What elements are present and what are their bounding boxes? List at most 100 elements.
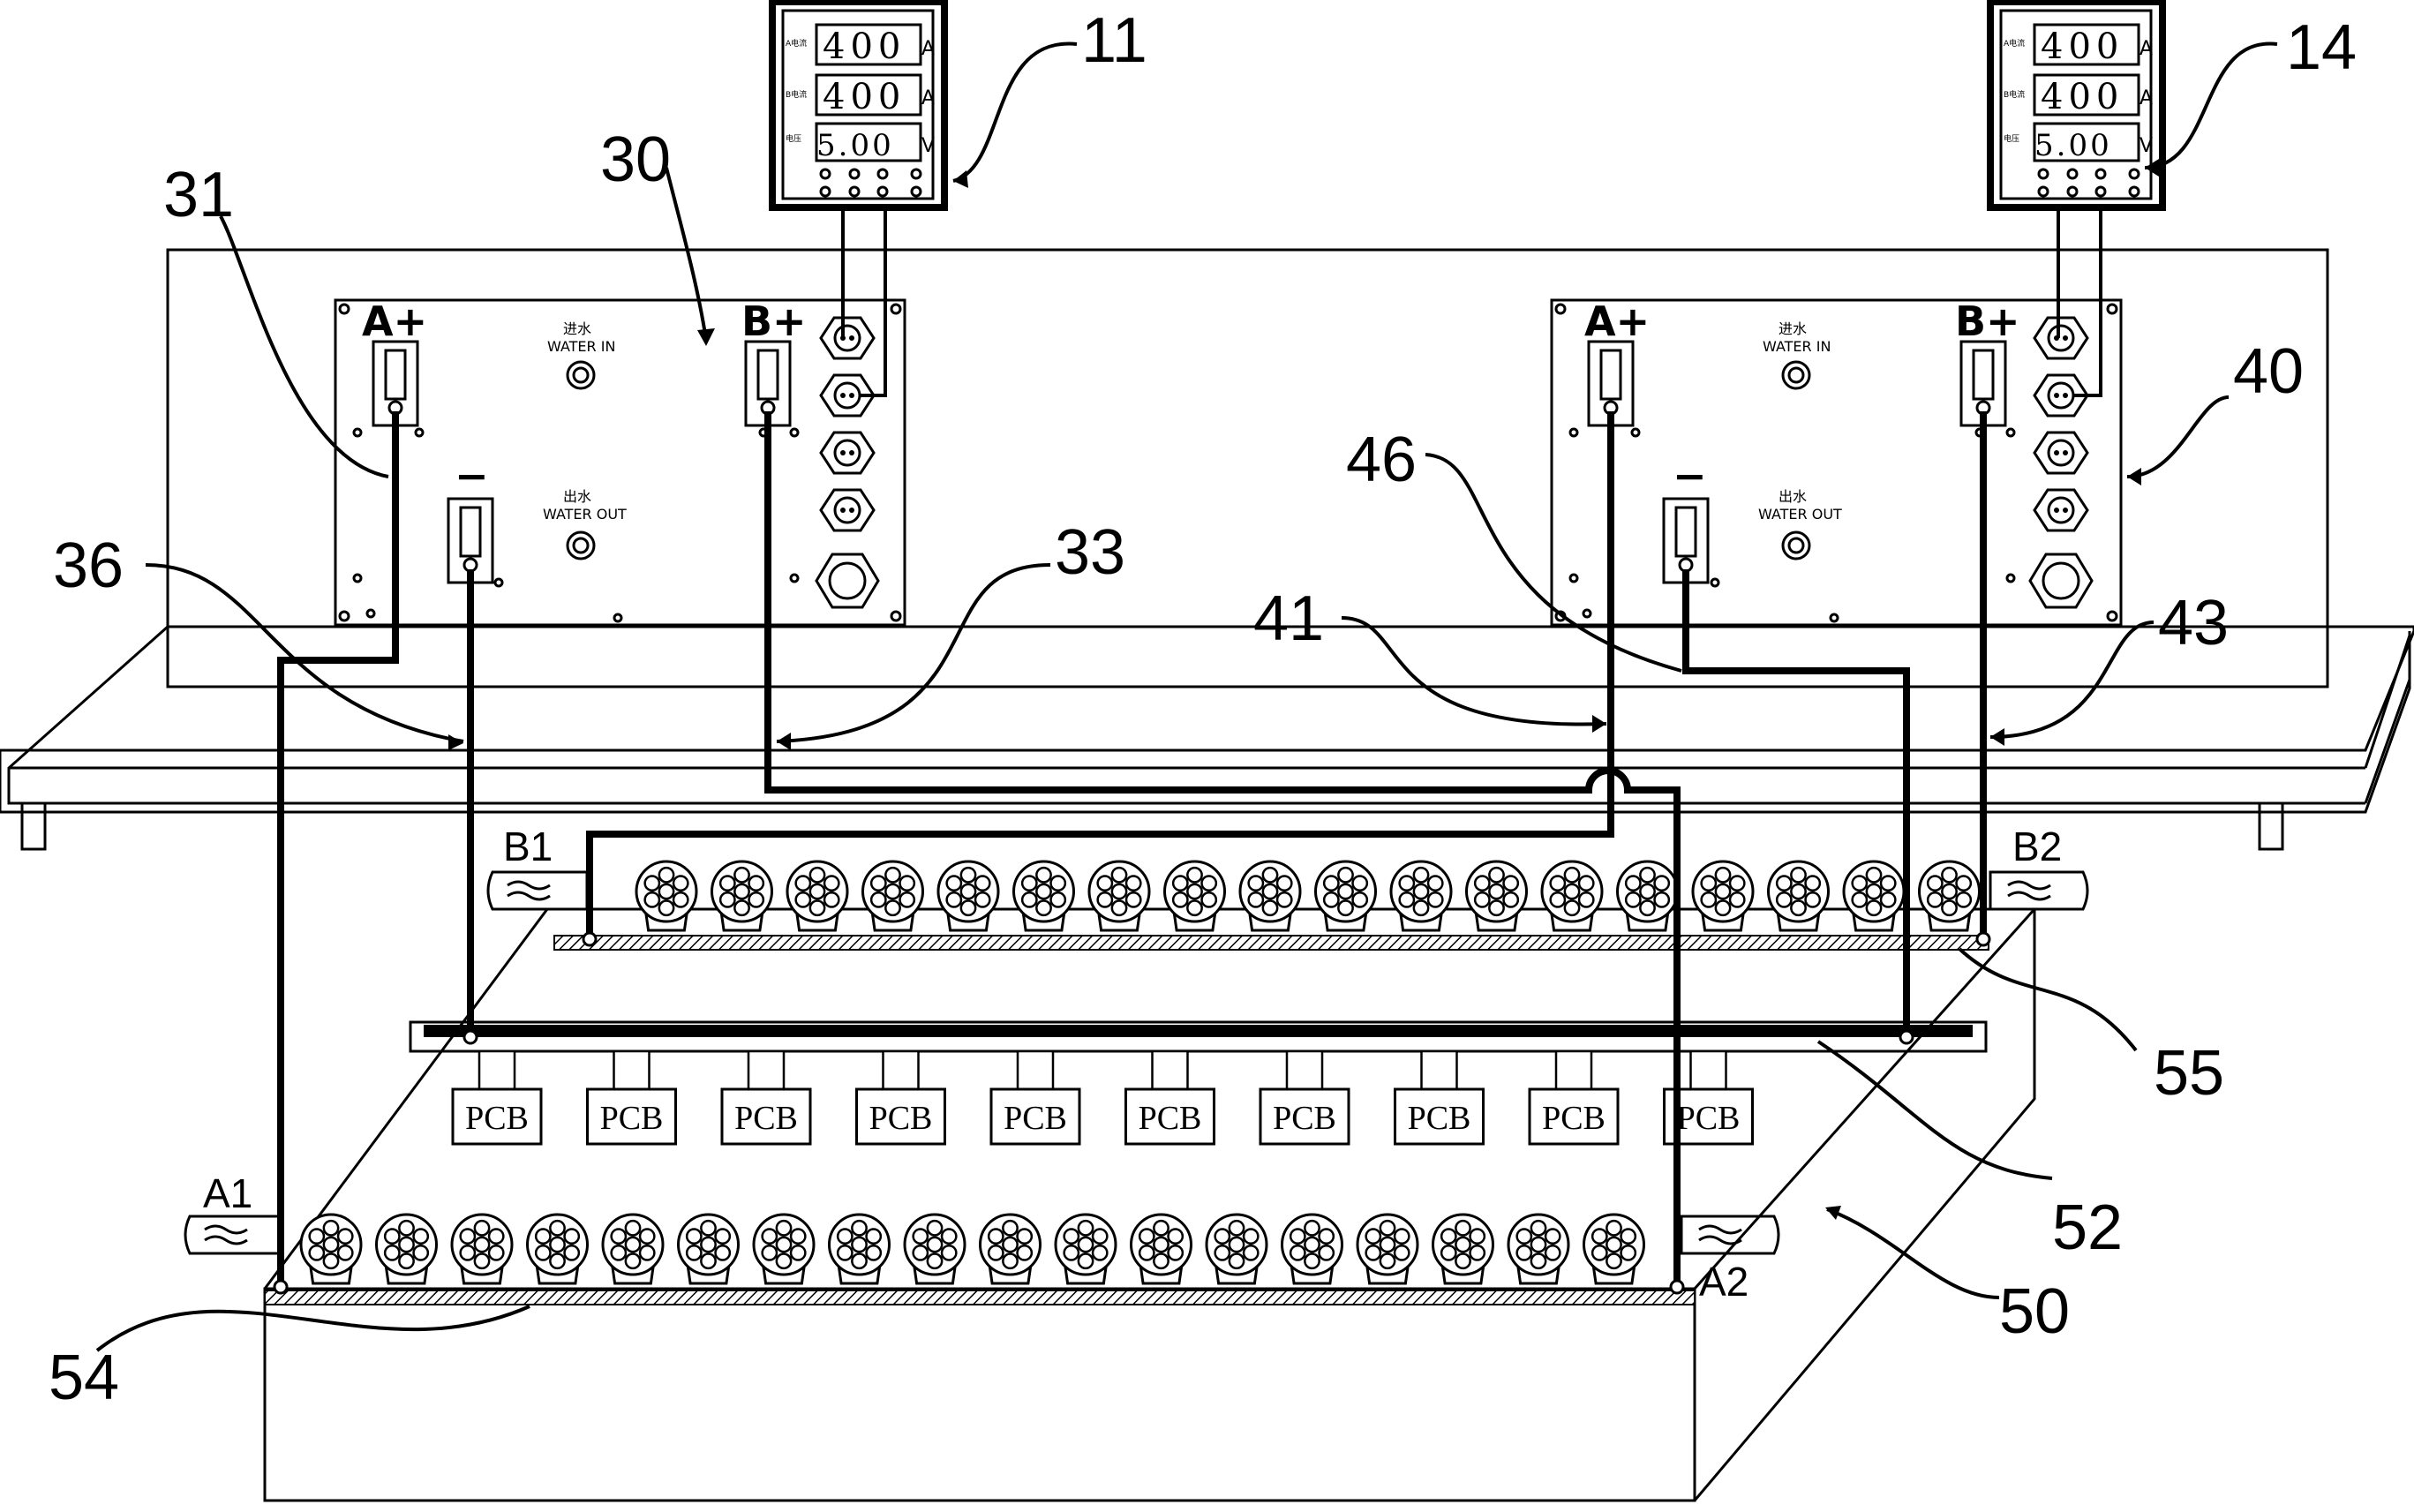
plating-rack: [452, 1215, 512, 1283]
meter-label-3: 电压: [2004, 133, 2019, 144]
callout-50: 50: [1999, 1276, 2070, 1347]
meter-label-2: B电流: [2004, 89, 2025, 100]
plating-rack: [1316, 861, 1376, 930]
plating-rack: [1132, 1215, 1192, 1283]
water-in-cn: 进水: [1779, 320, 1807, 337]
plating-rack: [938, 861, 998, 930]
rectifier-panel-right: A+ B+ − 进水 WATER IN 出水 WATER OUT: [1552, 297, 2121, 625]
plating-rack: [636, 861, 696, 930]
meter-label-3: 电压: [786, 133, 801, 144]
terminal-a1-label: A1: [203, 1170, 252, 1216]
terminal-b2-label: B2: [2012, 824, 2062, 869]
plating-rack: [1769, 861, 1829, 930]
plating-rack: [301, 1215, 361, 1283]
callout-43: 43: [2158, 588, 2229, 658]
plating-rack: [1542, 861, 1602, 930]
water-out-valve[interactable]: [1783, 532, 1809, 559]
plating-rack: [1056, 1215, 1116, 1283]
pcb-label: PCB: [734, 1100, 798, 1137]
water-in-en: WATER IN: [547, 338, 615, 355]
a-plus-label: A+: [362, 297, 427, 345]
plating-tank: [265, 909, 2034, 1501]
meter-row-2: 400: [2041, 77, 2124, 117]
plating-rack: [1467, 861, 1527, 930]
plating-rack: [1089, 861, 1149, 930]
plating-rack: [905, 1215, 965, 1283]
water-in-valve[interactable]: [1783, 362, 1809, 388]
plating-rack: [377, 1215, 437, 1283]
callout-14: 14: [2286, 12, 2357, 83]
pcb-board: PCB: [991, 1051, 1079, 1144]
pcb-board: PCB: [1260, 1051, 1349, 1144]
plating-rack: [1508, 1215, 1568, 1283]
plating-rack: [1014, 861, 1074, 930]
meter-unit-1: A: [921, 38, 935, 60]
callout-54: 54: [49, 1343, 119, 1413]
meter-unit-3: V: [921, 135, 935, 157]
meter-unit-2: A: [2140, 87, 2153, 109]
water-out-cn: 出水: [1779, 488, 1807, 505]
b-plus-label: B+: [1955, 297, 2020, 345]
minus-label: −: [1673, 452, 1707, 500]
callout-41: 41: [1253, 583, 1324, 654]
water-out-cn: 出水: [563, 488, 591, 505]
plating-rack: [1920, 861, 1980, 930]
plating-rack: [1357, 1215, 1418, 1283]
plating-rack: [1693, 861, 1753, 930]
anode-bar: [410, 1022, 1986, 1051]
water-out-en: WATER OUT: [543, 506, 627, 523]
water-in-valve[interactable]: [568, 362, 594, 388]
meter-row-1: 400: [823, 26, 906, 67]
terminal-a2-label: A2: [1699, 1259, 1748, 1305]
pcb-board: PCB: [1126, 1051, 1215, 1144]
pcb-label: PCB: [1139, 1100, 1202, 1137]
water-out-valve[interactable]: [568, 532, 594, 559]
pcb-board: PCB: [1395, 1051, 1484, 1144]
meter-row-2: 400: [823, 77, 906, 117]
plating-rack: [787, 861, 847, 930]
water-in-en: WATER IN: [1763, 338, 1831, 355]
pcb-label: PCB: [1004, 1100, 1067, 1137]
meter-label-1: A电流: [2004, 38, 2025, 49]
pcb-label: PCB: [1273, 1100, 1336, 1137]
plating-rack: [528, 1215, 588, 1283]
wire-46: [1686, 569, 1906, 1033]
callout-36: 36: [53, 530, 124, 601]
back-cathode-bar: [554, 936, 1989, 950]
signal-connectors: [2030, 318, 2092, 607]
pcb-label: PCB: [1542, 1100, 1606, 1137]
plating-rack: [603, 1215, 663, 1283]
meter-unit-3: V: [2140, 135, 2153, 157]
plating-rack: [1165, 861, 1225, 930]
plating-rack: [1391, 861, 1451, 930]
plating-rack: [1618, 861, 1678, 930]
plating-rack: [830, 1215, 890, 1283]
meter-row-3: 5.00: [2034, 128, 2112, 163]
callout-11: 11: [1081, 5, 1147, 76]
plating-rack: [1844, 861, 1904, 930]
callout-40: 40: [2233, 336, 2304, 407]
callout-33: 33: [1055, 517, 1125, 588]
meter-unit-2: A: [921, 87, 935, 109]
water-out-en: WATER OUT: [1758, 506, 1842, 523]
callout-31: 31: [163, 160, 234, 230]
rectifier-panel-left: A+ B+ − 进水 WATER IN 出水 WATER OUT: [335, 297, 905, 625]
callout-46: 46: [1346, 425, 1417, 495]
meter-right: A电流 B电流 电压 400 A 400 A 5.00 V: [1990, 2, 2162, 207]
pcb-board: PCB: [1530, 1051, 1618, 1144]
plating-rack: [1207, 1215, 1267, 1283]
panel-screws: [1556, 305, 2117, 621]
front-cathode-bar: [265, 1290, 1695, 1305]
pcb-label: PCB: [600, 1100, 664, 1137]
pcb-board: PCB: [453, 1051, 541, 1144]
meter-left: A电流 B电流 电压 400 A 400 A 5.00 V: [772, 2, 944, 207]
signal-connectors: [816, 318, 878, 607]
pcb-board: PCB: [588, 1051, 676, 1144]
plating-rack: [1282, 1215, 1342, 1283]
wire-31: [281, 411, 395, 1284]
callout-30: 30: [600, 124, 671, 195]
plating-rack: [712, 861, 772, 930]
meter-row-1: 400: [2041, 26, 2124, 67]
pcb-board: PCB: [722, 1051, 810, 1144]
